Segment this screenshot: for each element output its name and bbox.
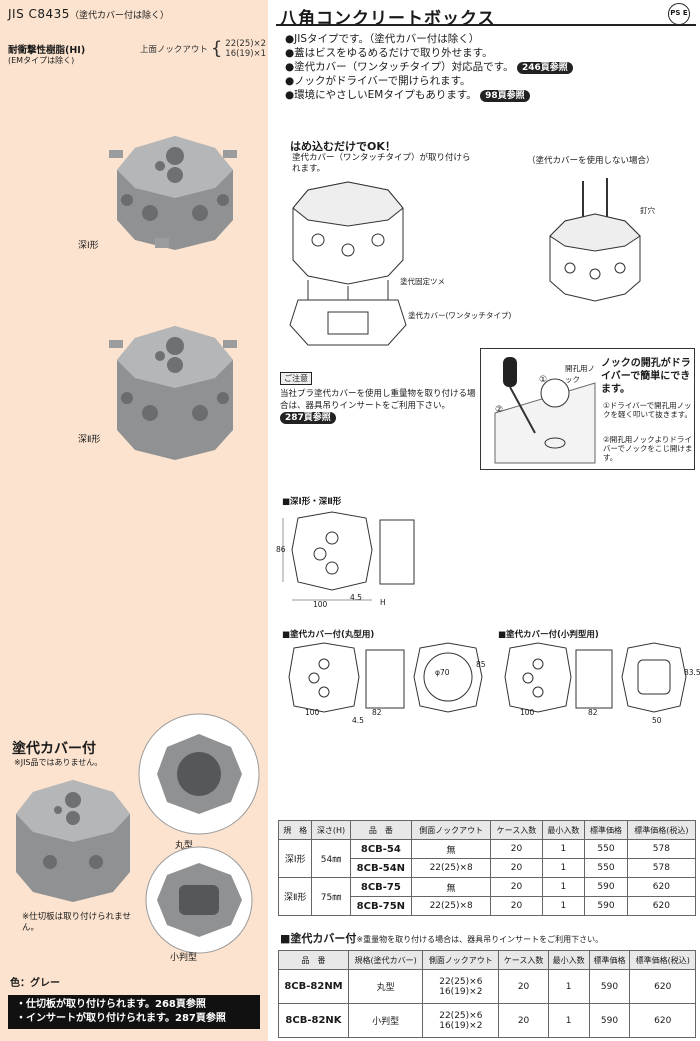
table-row: 8CB-54N 22(25)×8 20 1 550 578 bbox=[279, 858, 697, 878]
dim-45-round: 4.5 bbox=[352, 716, 364, 725]
section-oval-heading: ■塗代カバー付(小判型用) bbox=[498, 630, 599, 640]
section-round-heading: ■塗代カバー付(丸型用) bbox=[282, 630, 375, 640]
label-deep1: 深Ⅰ形 bbox=[78, 241, 99, 251]
callout-claw: 塗代固定ツメ bbox=[400, 277, 445, 286]
feature-item: ●環境にやさしいEMタイプもあります。 98頁参照 bbox=[285, 88, 573, 102]
oval-cover-image bbox=[145, 846, 253, 954]
dim-86: 86 bbox=[276, 545, 286, 554]
spec-table-cover: 品 番 規格(塗代カバー) 側面ノックアウト ケース入数 最小入数 標準価格 標… bbox=[278, 950, 696, 1038]
knockout-title: ノックの開孔がドライバーで簡単にできます。 bbox=[601, 358, 691, 395]
table-row: 深Ⅰ形 54㎜ 8CB-54 無 20 1 550 578 bbox=[277, 839, 697, 878]
dimension-drawing-deep bbox=[282, 511, 415, 601]
label-small: 小判型 bbox=[170, 953, 198, 963]
octagon-box-deep1-image bbox=[109, 136, 237, 250]
cover-spec-heading: ■塗代カバー付※重量物を取り付ける場合は、器具吊りインサートをご利用下さい。 bbox=[280, 932, 604, 945]
cover-sub-note: ※JIS品ではありません。 bbox=[14, 758, 103, 767]
dim-100: 100 bbox=[313, 600, 328, 609]
partition-note: ※仕切板は取り付けられません。 bbox=[22, 912, 131, 933]
diagram-sub: 塗代カバー（ワンタッチタイプ）が取り付けられます。 bbox=[292, 153, 471, 174]
dim-82-round: 82 bbox=[372, 708, 382, 717]
round-cover-image bbox=[138, 713, 260, 835]
page-title: 八角コンクリートボックス bbox=[280, 9, 496, 29]
cover-title: 塗代カバー付 bbox=[12, 741, 96, 757]
diagram-title: はめ込むだけでOK！ bbox=[290, 140, 396, 153]
label-deep2: 深Ⅱ形 bbox=[78, 435, 101, 445]
dim-85: 85 bbox=[476, 660, 486, 669]
knockout-info-box: 開孔用ノック ① ② ノックの開孔がドライバーで簡単にできます。 ①ドライバーで… bbox=[480, 348, 695, 470]
table-header-row: 品 番 規格(塗代カバー) 側面ノックアウト ケース入数 最小入数 標準価格 標… bbox=[278, 950, 696, 970]
step-num-2: ② bbox=[495, 405, 504, 415]
dimension-drawing-oval bbox=[504, 642, 687, 713]
dim-H: H bbox=[380, 598, 386, 607]
callout-cover: 塗代カバー(ワンタッチタイプ) bbox=[408, 311, 512, 320]
table-header-row: 規 格 深さ(H) 品 番 側面ノックアウト ケース入数 最小入数 標準価格 標… bbox=[277, 820, 697, 840]
screwdriver-diagram bbox=[494, 357, 596, 464]
dimension-drawing-round bbox=[288, 642, 483, 713]
dim-835-oval: 83.5 bbox=[684, 668, 700, 677]
caution-text: 当社プラ塗代カバーを使用し重量物を取り付ける場合は、器具吊りインサートをご利用下… bbox=[280, 389, 476, 424]
callout-nail-hole: 釘穴 bbox=[640, 206, 655, 215]
feature-item: ●ノックがドライバーで開けられます。 bbox=[285, 75, 471, 87]
dim-82-oval: 82 bbox=[588, 708, 598, 717]
page-ref-badge[interactable]: 98頁参照 bbox=[480, 90, 530, 102]
feature-list: ●JISタイプです。（塗代カバー付は除く） ●蓋はビスをゆるめるだけで取り外せま… bbox=[285, 32, 573, 102]
covered-box-image bbox=[16, 780, 130, 902]
table-row: 8CB-75N 22(25)×8 20 1 590 620 bbox=[279, 896, 697, 916]
octagon-box-deep2-image bbox=[109, 326, 237, 460]
dim-70-round: φ70 bbox=[435, 668, 450, 677]
section-deep-heading: ■深Ⅰ形・深Ⅱ形 bbox=[282, 497, 342, 507]
jis-standard: JIS C8435（塗代カバー付は除く） bbox=[8, 7, 169, 21]
assembly-diagram bbox=[289, 181, 407, 346]
material-note: (EMタイプは除く) bbox=[8, 56, 75, 65]
label-round: 丸型 bbox=[175, 841, 194, 851]
knockout-step1: ①ドライバーで開孔用ノックを軽く叩いて抜きます。 bbox=[603, 401, 693, 419]
material: 耐衝撃性樹脂(HI) bbox=[8, 45, 86, 56]
accessory-box: ・仕切板が取り付けられます。268頁参照 ・インサートが取り付けられます。287… bbox=[8, 995, 260, 1029]
title-bar: 八角コンクリートボックス PS E bbox=[276, 2, 696, 29]
pse-mark-icon: PS E bbox=[668, 3, 690, 25]
feature-item: ●塗代カバー（ワンタッチタイプ）対応品です。 246頁参照 bbox=[285, 60, 573, 74]
feature-item: ●JISタイプです。（塗代カバー付は除く） bbox=[285, 33, 480, 45]
knockout-step2: ②開孔用ノックよりドライバーでノックをこじ開けます。 bbox=[603, 435, 693, 462]
table-row: 深Ⅱ形 75㎜ 8CB-75 無 20 1 590 620 bbox=[277, 877, 697, 916]
left-panel: JIS C8435（塗代カバー付は除く） 耐衝撃性樹脂(HI) (EMタイプは除… bbox=[0, 0, 268, 1041]
dim-100-oval: 100 bbox=[520, 708, 535, 717]
page-ref-badge[interactable]: 246頁参照 bbox=[516, 62, 573, 74]
spec-table-main: 規 格 深さ(H) 品 番 側面ノックアウト ケース入数 最小入数 標準価格 標… bbox=[277, 820, 697, 916]
color-label: 色：グレー bbox=[10, 978, 60, 989]
no-cover-diagram bbox=[549, 178, 641, 302]
feature-item: ●蓋はビスをゆるめるだけで取り外せます。 bbox=[285, 47, 493, 59]
page-ref-badge[interactable]: 287頁参照 bbox=[280, 412, 336, 424]
dim-50-oval: 50 bbox=[652, 716, 662, 725]
step-num-1: ① bbox=[539, 375, 548, 385]
dim-45: 4.5 bbox=[350, 593, 362, 602]
dim-100-round: 100 bbox=[305, 708, 320, 717]
label-knock: 開孔用ノック bbox=[565, 364, 595, 384]
caution-tag: ご注意 bbox=[280, 372, 312, 385]
diagram-right-label: （塗代カバーを使用しない場合） bbox=[527, 156, 655, 166]
